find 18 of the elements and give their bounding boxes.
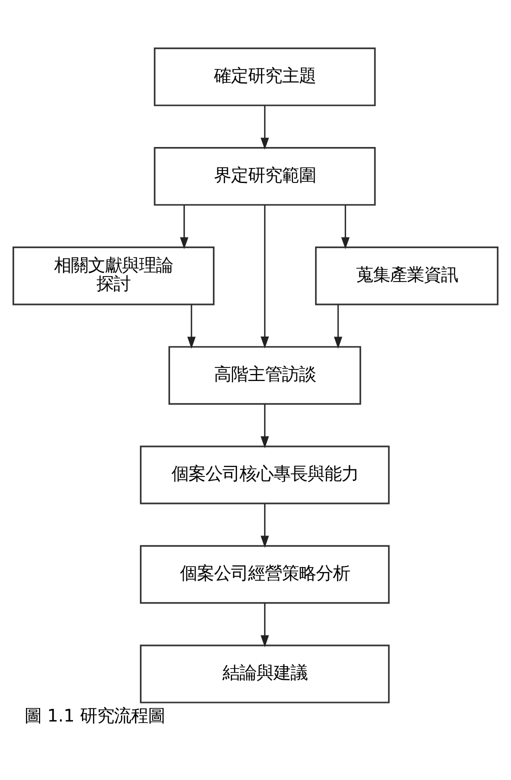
arrow <box>180 205 188 250</box>
arrow <box>334 304 342 349</box>
node-box: 個案公司經營策略分析 <box>140 545 390 604</box>
arrow <box>260 205 269 348</box>
caption: 圖 1.1 研究流程圖 <box>24 706 166 727</box>
arrow <box>260 603 269 648</box>
arrow <box>341 205 350 250</box>
arrow <box>187 304 196 349</box>
node-box: 界定研究範圍 <box>154 147 376 206</box>
node-box: 確定研究主題 <box>154 48 376 106</box>
arrow <box>260 504 269 548</box>
node-box: 結論與建議 <box>140 644 390 704</box>
arrow <box>260 404 269 448</box>
node-box: 個案公司核心專長與能力 <box>140 446 390 504</box>
arrow <box>260 106 269 150</box>
node-box: 高階主管訪談 <box>168 346 362 405</box>
node-box: 蒐集產業資訊 <box>315 246 498 306</box>
node-box: 相關文獻與理論探討 <box>12 246 214 306</box>
